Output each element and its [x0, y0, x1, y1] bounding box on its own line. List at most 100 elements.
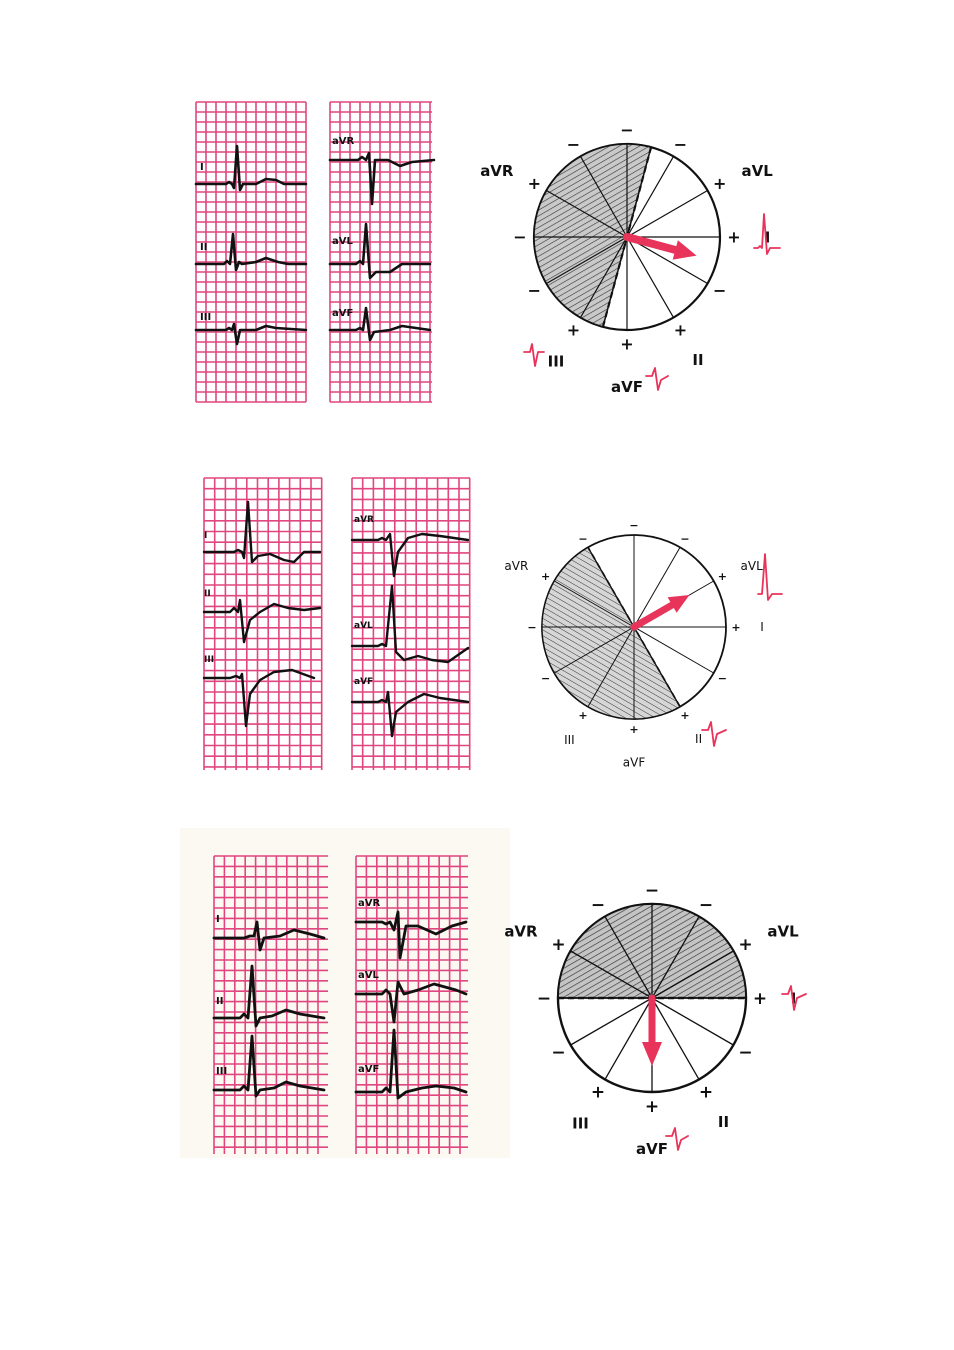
lead-label-ii: II [216, 996, 223, 1007]
mini-ecg-complex-ii [701, 721, 727, 747]
wheel-label-avl: aVL [767, 922, 799, 940]
lead-label-avl: aVL [358, 970, 379, 981]
lead-label-i: I [204, 531, 207, 541]
ecg-trace-lead-ii [212, 964, 326, 1028]
p2-sr-grid [351, 477, 471, 770]
axis-spoke [651, 997, 700, 1080]
lead-label-iii: III [200, 312, 211, 323]
positive-sign-avf: + [629, 723, 638, 736]
axis-spoke [626, 236, 708, 285]
ecg-trace-lead-i [202, 500, 322, 564]
ecg-trace-lead-ii [202, 598, 322, 644]
ecg-trace-lead-ii [194, 232, 308, 272]
ecg-trace-lead-avl [350, 584, 470, 664]
axis-spoke [633, 547, 681, 628]
lead-label-avf: aVF [358, 1064, 379, 1075]
lead-label-ii: II [204, 589, 211, 599]
axis-spoke [626, 189, 708, 238]
qrs-axis-arrow-shaft [630, 601, 676, 631]
ecg-trace-lead-avf [350, 690, 470, 738]
mini-ecg-complex-avf [665, 1127, 689, 1151]
ecg-trace-lead-iii [194, 322, 308, 346]
wheel-label-iii: III [572, 1114, 589, 1132]
negative-sign-avf: − [620, 121, 633, 140]
wheel-label-avf: aVF [611, 378, 643, 396]
mini-ecg-complex-i [781, 985, 807, 1011]
ecg-trace-lead-i [212, 920, 326, 952]
axis-spoke [554, 626, 635, 674]
wheel-label-avl: aVL [742, 162, 774, 180]
p1-sr-grid [329, 101, 432, 403]
wheel-label-ii: II [695, 732, 702, 746]
negative-sign-avr: − [738, 1043, 752, 1063]
ecg-trace-lead-avr [328, 151, 436, 206]
positive-sign-ii: + [674, 320, 687, 339]
mini-ecg-complex-avf [645, 367, 669, 391]
axis-spoke [587, 626, 635, 707]
negative-sign-avr: − [718, 672, 727, 685]
wheel-label-avr: aVR [504, 559, 528, 573]
lead-label-i: I [200, 162, 204, 173]
lead-label-avf: aVF [332, 308, 353, 319]
positive-sign-avr: + [541, 570, 550, 583]
positive-sign-avl: + [713, 174, 726, 193]
lead-label-iii: III [216, 1066, 227, 1077]
positive-sign-iii: + [567, 320, 580, 339]
ecg-trace-lead-avr [350, 532, 470, 578]
negative-sign-avl: − [528, 281, 541, 300]
negative-sign-i: − [537, 989, 551, 1009]
negative-sign-i: − [527, 621, 536, 634]
wheel-label-i: I [765, 228, 771, 246]
wheel-label-i: I [760, 620, 764, 634]
p2-sl-grid [203, 477, 323, 770]
axis-spoke [546, 236, 628, 285]
lead-label-avr: aVR [354, 515, 374, 525]
ecg-trace-lead-i [194, 144, 308, 192]
negative-sign-iii: − [680, 533, 689, 546]
p3-sl-grid [213, 855, 328, 1154]
lead-label-avf: aVF [354, 677, 373, 687]
axis-spoke [604, 997, 653, 1080]
negative-sign-ii: − [591, 895, 605, 915]
negative-sign-iii: − [674, 135, 687, 154]
positive-sign-avf: + [645, 1097, 659, 1117]
axis-spoke [546, 189, 628, 238]
positive-sign-avr: + [551, 935, 565, 955]
positive-sign-i: + [753, 989, 767, 1009]
axis-spoke [633, 626, 714, 674]
axis-spoke [579, 236, 628, 318]
positive-sign-i: + [731, 621, 740, 634]
wheel-label-iii: III [564, 733, 575, 747]
qrs-axis-arrow-head [672, 240, 697, 260]
axis-spoke [570, 950, 653, 999]
negative-sign-ii: − [567, 135, 580, 154]
mini-ecg-complex-i [753, 213, 781, 255]
qrs-axis-arrow-head [667, 595, 690, 613]
positive-sign-ii: + [699, 1082, 713, 1102]
lead-label-i: I [216, 914, 220, 925]
positive-sign-i: + [727, 228, 740, 247]
lead-label-avl: aVL [332, 236, 353, 247]
axis-spoke [626, 236, 675, 318]
ecg-trace-lead-avl [354, 980, 468, 1024]
positive-sign-ii: + [680, 709, 689, 722]
qrs-axis-arrow-shaft [623, 233, 680, 254]
positive-sign-iii: + [578, 709, 587, 722]
positive-sign-avr: + [528, 174, 541, 193]
p1-sl-grid [195, 101, 307, 403]
